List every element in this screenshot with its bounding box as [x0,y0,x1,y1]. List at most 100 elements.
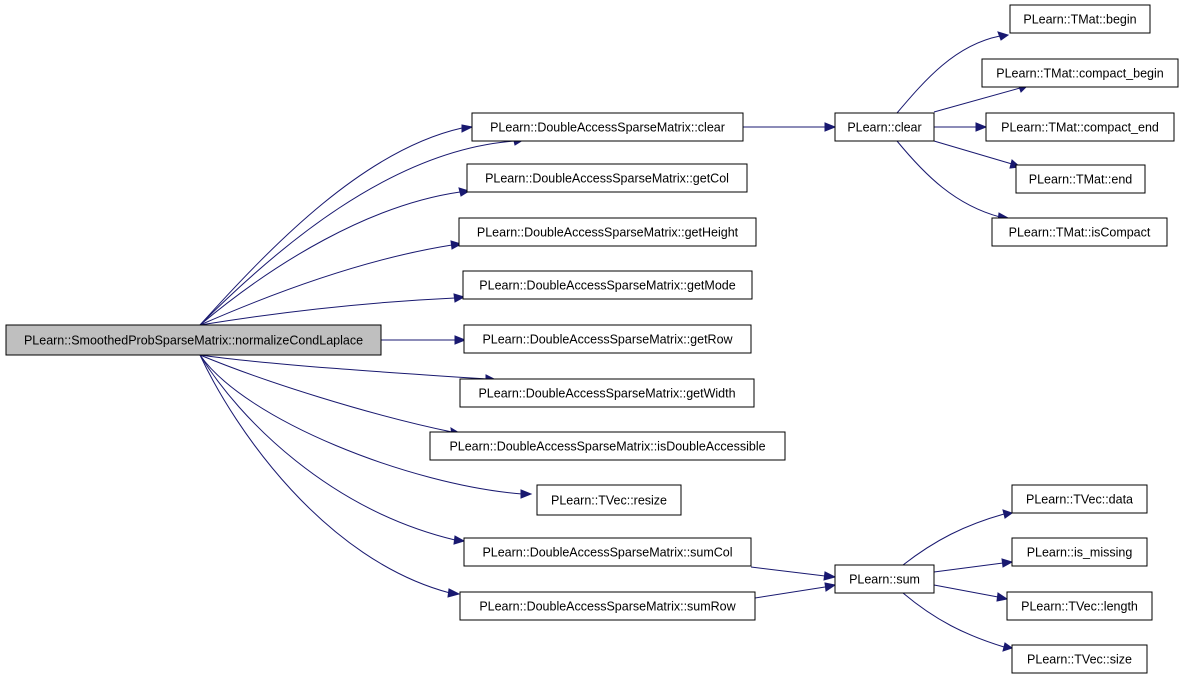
edge-dasm_clear-to-clear [743,122,837,132]
edge-line [199,244,453,326]
node-root[interactable]: PLearn::SmoothedProbSparseMatrix::normal… [5,324,382,356]
node-tvec_data[interactable]: PLearn::TVec::data [1011,484,1148,514]
node-label: PLearn::TVec::length [1021,600,1138,614]
edge-root-to-dasm_getMode [199,293,466,326]
node-label: PLearn::DoubleAccessSparseMatrix::sumCol [482,546,732,560]
arrowhead-icon [823,571,837,581]
edge-clear-to-tmat_cend [934,122,988,132]
node-dasm_getWidth[interactable]: PLearn::DoubleAccessSparseMatrix::getWid… [459,378,755,408]
edge-clear-to-tmat_isCompact [896,140,1010,222]
node-box [1015,164,1146,194]
arrowhead-icon [824,122,837,132]
node-box [834,564,935,594]
node-box [462,270,753,300]
edge-root-to-dasm_getWidth [199,354,498,384]
node-tmat_begin[interactable]: PLearn::TMat::begin [1009,4,1151,34]
node-box [466,163,748,193]
node-box [1009,4,1151,34]
node-box [5,324,382,356]
edge-line [199,140,516,326]
node-label: PLearn::DoubleAccessSparseMatrix::getWid… [478,387,735,401]
arrowhead-icon [520,489,533,499]
node-tmat_end[interactable]: PLearn::TMat::end [1015,164,1146,194]
node-box [463,324,752,354]
arrowhead-icon [1001,558,1014,568]
edge-line [199,354,453,433]
node-clear[interactable]: PLearn::clear [834,112,935,142]
node-box [459,591,756,621]
edge-line [750,566,826,577]
node-box [459,378,755,408]
edge-root-to-dasm_sumRow [199,354,461,598]
node-box [1011,537,1148,567]
node-label: PLearn::DoubleAccessSparseMatrix::getHei… [477,226,739,240]
node-dasm_getHeight[interactable]: PLearn::DoubleAccessSparseMatrix::getHei… [458,217,757,247]
node-label: PLearn::clear [847,121,921,135]
arrowhead-icon [975,122,988,132]
node-box [429,431,786,461]
node-label: PLearn::DoubleAccessSparseMatrix::getMod… [479,279,735,293]
edge-line [933,140,1013,165]
edge-root-to-dasm_getHeight [199,240,463,326]
edge-root-to-dasm_getCol [199,187,471,326]
call-edges [199,31,1030,652]
node-tvec_size[interactable]: PLearn::TVec::size [1011,644,1148,674]
arrowhead-icon [997,31,1010,41]
arrowhead-icon [450,240,463,250]
arrowhead-icon [1002,509,1014,519]
node-tvec_resize[interactable]: PLearn::TVec::resize [536,484,682,516]
node-box [458,217,757,247]
node-dasm_sumCol[interactable]: PLearn::DoubleAccessSparseMatrix::sumCol [463,537,752,567]
arrowhead-icon [458,187,471,197]
node-box [985,112,1175,142]
node-box [536,484,682,516]
edge-dasm_sumCol-to-sum [750,566,837,581]
node-label: PLearn::TMat::end [1029,173,1133,187]
edge-line [933,584,999,598]
node-label: PLearn::TMat::isCompact [1009,226,1151,240]
node-tmat_cend[interactable]: PLearn::TMat::compact_end [985,112,1175,142]
node-tmat_cbegin[interactable]: PLearn::TMat::compact_begin [981,58,1179,88]
arrowhead-icon [824,582,837,592]
node-label: PLearn::TMat::begin [1023,13,1136,27]
node-label: PLearn::DoubleAccessSparseMatrix::getRow [482,333,733,347]
node-dasm_clear[interactable]: PLearn::DoubleAccessSparseMatrix::clear [471,112,744,142]
node-tvec_length[interactable]: PLearn::TVec::length [1006,591,1153,621]
node-dasm_getMode[interactable]: PLearn::DoubleAccessSparseMatrix::getMod… [462,270,753,300]
node-tmat_isCompact[interactable]: PLearn::TMat::isCompact [991,217,1168,247]
edge-root-to-tvec_resize [199,354,533,499]
node-label: PLearn::TVec::size [1027,653,1132,667]
edge-line [199,354,456,541]
node-label: PLearn::DoubleAccessSparseMatrix::clear [490,121,725,135]
node-sum[interactable]: PLearn::sum [834,564,935,594]
node-dasm_getCol[interactable]: PLearn::DoubleAccessSparseMatrix::getCol [466,163,748,193]
arrowhead-icon [453,293,466,303]
node-label: PLearn::sum [849,573,920,587]
arrowhead-icon [453,535,466,545]
node-label: PLearn::SmoothedProbSparseMatrix::normal… [24,334,363,348]
edge-sum-to-tvec_length [933,584,1009,602]
edge-line [199,127,463,326]
node-dasm_isDA[interactable]: PLearn::DoubleAccessSparseMatrix::isDoub… [429,431,786,461]
edge-sum-to-tvec_size [902,592,1014,652]
edge-root-to-dasm_clear [199,124,474,326]
edge-line [199,354,451,594]
arrowhead-icon [447,588,461,598]
edge-sum-to-is_missing [933,558,1014,573]
node-label: PLearn::TMat::compact_begin [996,67,1163,81]
node-box [471,112,744,142]
arrowhead-icon [1002,642,1014,652]
node-label: PLearn::TMat::compact_end [1001,121,1159,135]
edge-root-to-dasm_getRow [380,335,467,345]
edge-line [199,354,523,495]
node-label: PLearn::DoubleAccessSparseMatrix::getCol [485,172,729,186]
node-is_missing[interactable]: PLearn::is_missing [1011,537,1148,567]
edge-line [896,35,1001,114]
edge-line [199,191,461,326]
node-label: PLearn::DoubleAccessSparseMatrix::sumRow [479,600,736,614]
edge-clear-to-tmat_begin [896,31,1010,114]
node-dasm_sumRow[interactable]: PLearn::DoubleAccessSparseMatrix::sumRow [459,591,756,621]
node-dasm_getRow[interactable]: PLearn::DoubleAccessSparseMatrix::getRow [463,324,752,354]
node-box [1006,591,1153,621]
